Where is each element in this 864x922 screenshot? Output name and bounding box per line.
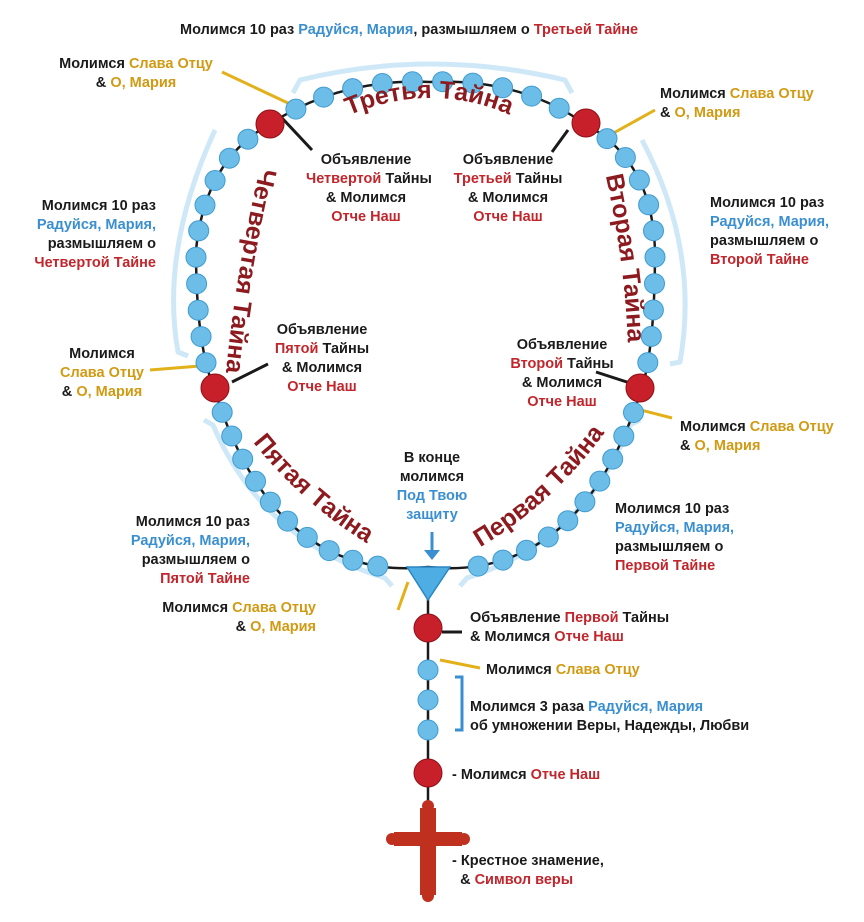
red-bead [413,758,443,788]
blue-bead [644,246,666,268]
blue-bead [401,71,423,93]
label-top-decade: Молимся 10 раз Радуйся, Мария, размышляе… [180,22,639,38]
blue-bead [417,659,439,681]
label-glory-mid-right: Молимся Слава Отцу& О, Мария [680,419,834,454]
blue-bead [188,220,210,242]
blue-bead [232,448,254,470]
down-arrow-icon [424,532,440,560]
blue-bead [637,352,659,374]
blue-bead [204,170,226,191]
blue-bead [644,273,665,295]
blue-bead [313,86,335,108]
blue-bead [417,689,439,711]
blue-bead [318,540,340,562]
red-bead [255,109,285,139]
red-bead [413,613,443,643]
blue-bead [342,78,364,100]
blue-bead [602,448,624,470]
label-glory-bottom-left: Молимся Слава Отцу& О, Мария [162,600,316,635]
center-medal [405,566,452,602]
blue-bead [643,220,664,242]
blue-bead [516,539,537,561]
cross-icon [386,800,470,902]
blue-bead [221,425,243,447]
blue-bead [589,470,611,492]
blue-bead [245,470,266,492]
label-announce-first: Объявление Первой Тайны& Молимся Отче На… [470,610,670,645]
blue-bead [492,549,514,571]
red-bead [625,373,655,403]
blue-bead [285,98,307,120]
blue-bead [548,97,570,119]
pointer-lines [149,70,673,732]
blue-bead [195,352,217,374]
blue-beads [185,71,666,741]
blue-bead [187,299,209,321]
blue-bead [367,555,389,577]
blue-bead [186,273,208,295]
blue-bead [638,194,660,216]
blue-bead [218,147,240,169]
blue-bead [557,510,579,532]
blue-bead [432,71,454,93]
blue-bead [492,77,514,99]
blue-bead [190,326,212,348]
blue-bead [642,299,664,321]
blue-bead [640,325,662,347]
blue-bead [613,425,635,447]
label-glory-stem: Молимся Слава Отцу [486,662,640,678]
blue-bead [296,526,318,548]
blue-bead [237,128,259,150]
blue-bead [417,719,439,741]
blue-bead [623,402,644,423]
blue-bead [574,491,596,513]
blue-bead [185,246,207,268]
blue-bead [462,72,484,94]
blue-bead [537,526,559,548]
blue-bead [371,73,393,94]
blue-bead [467,555,489,577]
blue-bead [194,194,216,216]
red-bead [200,373,230,403]
label-glory-top-right: Молимся Слава Отцу& О, Мария [660,86,814,121]
blue-bead [596,128,618,150]
blue-bead [628,169,650,191]
label-glory-top-left: Молимся Слава Отцу& О, Мария [59,56,213,91]
blue-bead [259,491,281,513]
blue-bead [614,147,636,168]
blue-bead [211,401,233,423]
blue-bead [342,549,364,571]
label-cross: - Крестное знамение, & Символ веры [452,853,604,888]
red-beads [200,108,655,788]
blue-bead [277,510,299,532]
mystery-title-third: Третья Тайна [341,76,519,121]
blue-bead [521,85,543,107]
label-our-father: - Молимся Отче Наш [452,767,601,783]
red-bead [571,108,601,138]
